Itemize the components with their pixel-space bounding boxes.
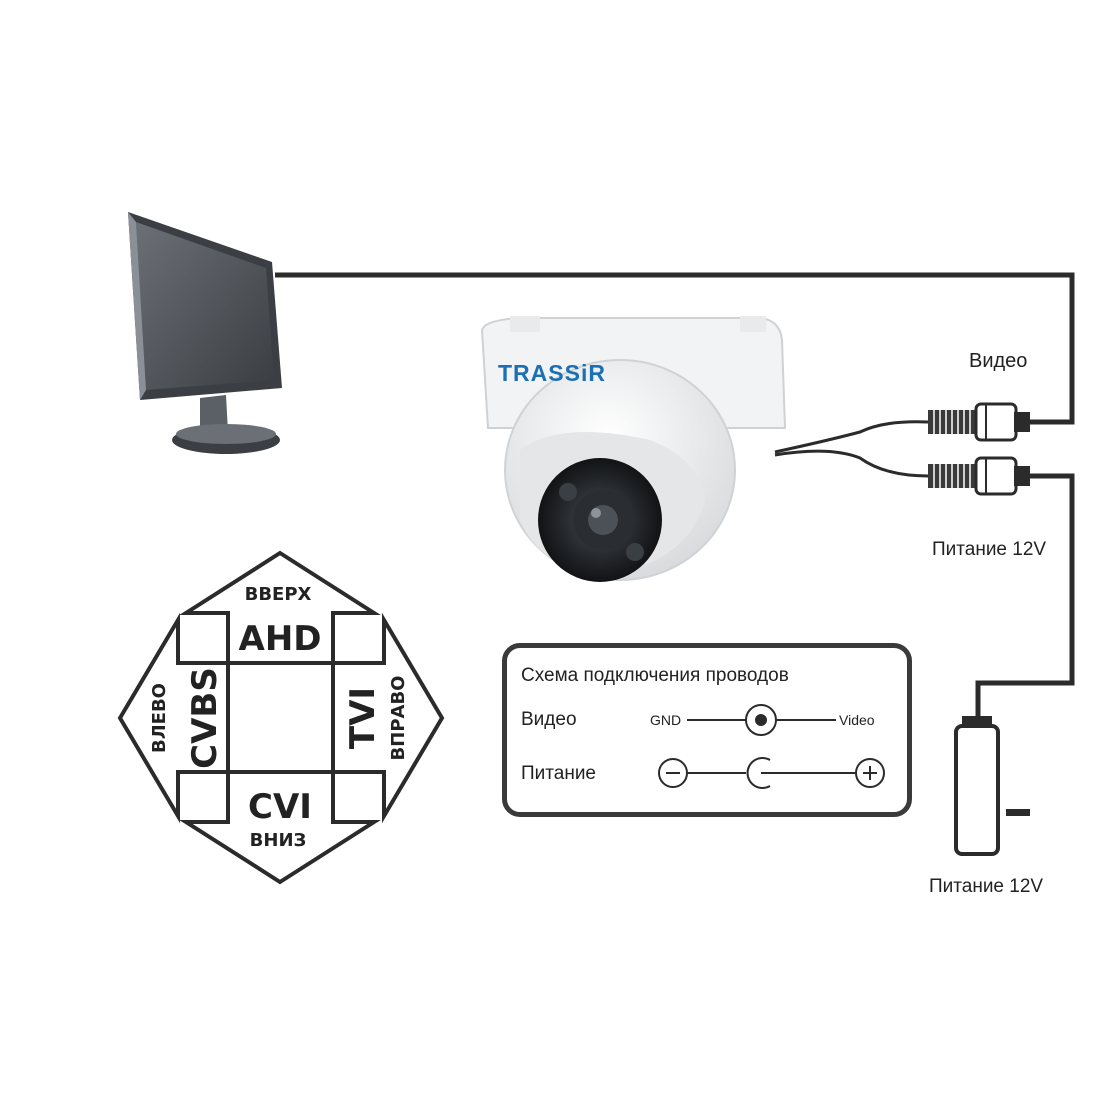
dir-right-text: ВПРАВО (388, 676, 409, 761)
power-label-top: Питание 12V (932, 539, 1047, 560)
wiring-scheme-title: Схема подключения проводов (521, 665, 789, 686)
wiring-symbols (658, 704, 885, 789)
wiring-scheme-box (502, 643, 912, 817)
monitor-icon (128, 212, 282, 454)
mode-ahd-text: AHD (239, 619, 322, 659)
video-terminal-label: Video (839, 712, 875, 728)
mode-tvi-text: TVI (343, 687, 383, 749)
minus-polarity-icon (1006, 809, 1030, 816)
video-wire (275, 272, 1075, 425)
power-label-bottom: Питание 12V (929, 876, 1044, 897)
plus-terminal-icon (855, 758, 885, 788)
mode-selector-diagram (117, 550, 445, 885)
gnd-terminal-label: GND (650, 712, 682, 728)
arrow-right-icon (331, 612, 445, 824)
power-connector-icon (928, 456, 1030, 496)
camera-logo: TRASSiR (498, 360, 606, 386)
arrow-down-icon (179, 770, 381, 885)
wiring-power-label: Питание (521, 763, 596, 784)
coax-center-icon (755, 714, 767, 726)
camera-cables (774, 420, 929, 478)
signal-wires (275, 272, 1075, 720)
mode-cvi-text: CVI (248, 787, 312, 827)
dir-up-text: ВВЕРХ (245, 584, 312, 605)
dc-jack-icon (746, 757, 771, 789)
mode-cvbs-text: CVBS (185, 667, 225, 769)
dome-camera-icon (480, 316, 787, 582)
dir-down-text: ВНИЗ (250, 830, 307, 851)
power-wire (975, 473, 1075, 720)
wiring-video-label: Видео (521, 709, 577, 730)
arrow-up-icon (179, 550, 381, 665)
video-label: Видео (969, 350, 1028, 372)
arrow-left-icon (117, 612, 230, 824)
power-supply-icon (954, 716, 1030, 856)
dir-left-text: ВЛЕВО (149, 683, 170, 753)
video-connector-icon (928, 402, 1030, 442)
